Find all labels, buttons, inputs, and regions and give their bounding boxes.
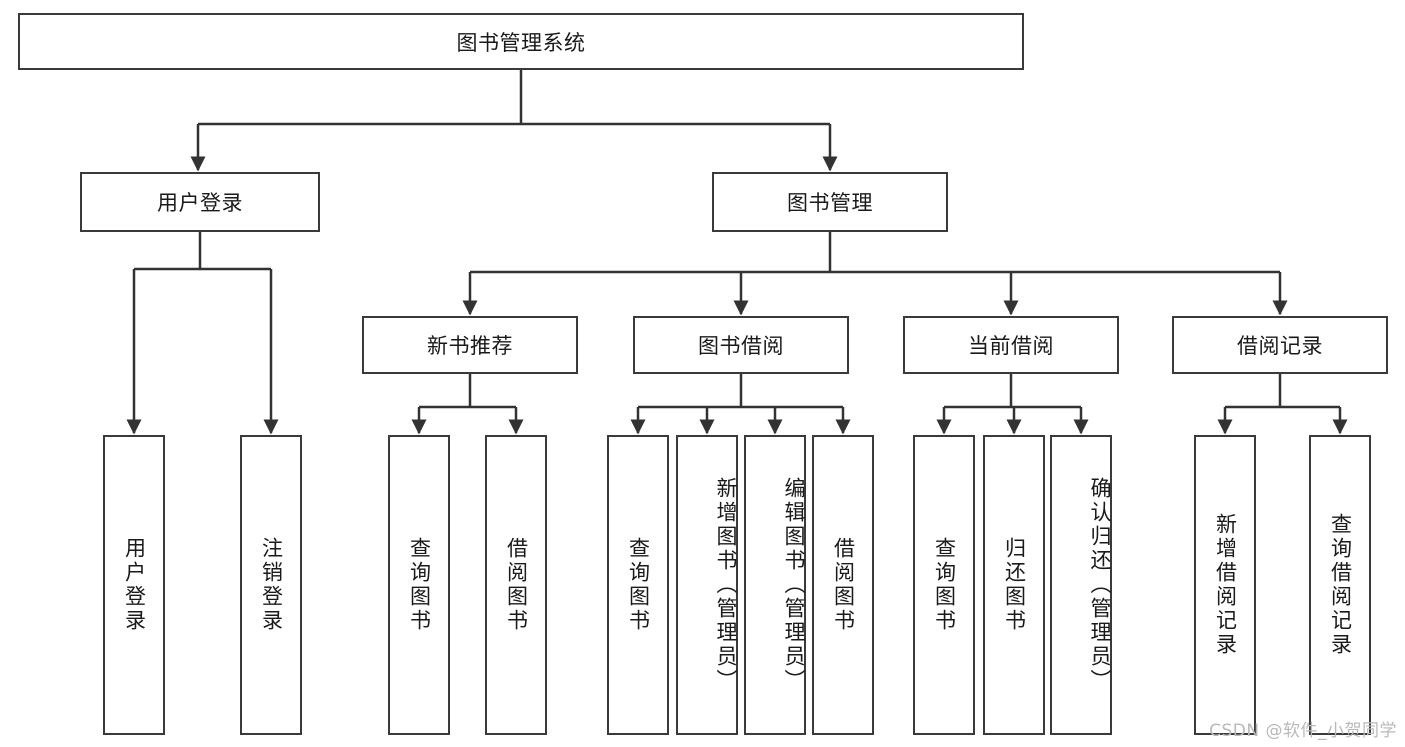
node-leaf-borrow-book[interactable]: 借阅图书 — [812, 435, 874, 735]
node-user-login[interactable]: 用户登录 — [80, 172, 320, 232]
node-leaf-query-book-current[interactable]: 查询图书 — [913, 435, 975, 735]
node-leaf-user-login[interactable]: 用户登录 — [103, 435, 165, 735]
node-leaf-borrow-book-recommend[interactable]: 借阅图书 — [485, 435, 547, 735]
node-leaf-query-book-borrow[interactable]: 查询图书 — [607, 435, 669, 735]
node-leaf-query-book-recommend[interactable]: 查询图书 — [388, 435, 450, 735]
node-borrow-record[interactable]: 借阅记录 — [1172, 316, 1388, 374]
node-leaf-edit-book[interactable]: 编辑图书（管理员） — [744, 435, 806, 735]
node-new-book-recommend[interactable]: 新书推荐 — [362, 316, 578, 374]
node-book-management[interactable]: 图书管理 — [712, 172, 948, 232]
node-leaf-add-record[interactable]: 新增借阅记录 — [1194, 435, 1256, 735]
node-leaf-query-record[interactable]: 查询借阅记录 — [1309, 435, 1371, 735]
node-leaf-confirm-return[interactable]: 确认归还（管理员） — [1050, 435, 1112, 735]
node-leaf-return-book[interactable]: 归还图书 — [983, 435, 1045, 735]
node-root[interactable]: 图书管理系统 — [18, 13, 1024, 70]
node-leaf-logout[interactable]: 注销登录 — [240, 435, 302, 735]
csdn-watermark: CSDN @软件_小贺同学 — [1209, 721, 1397, 741]
node-leaf-add-book[interactable]: 新增图书（管理员） — [676, 435, 738, 735]
node-current-borrow[interactable]: 当前借阅 — [903, 316, 1119, 374]
node-book-borrow[interactable]: 图书借阅 — [633, 316, 849, 374]
